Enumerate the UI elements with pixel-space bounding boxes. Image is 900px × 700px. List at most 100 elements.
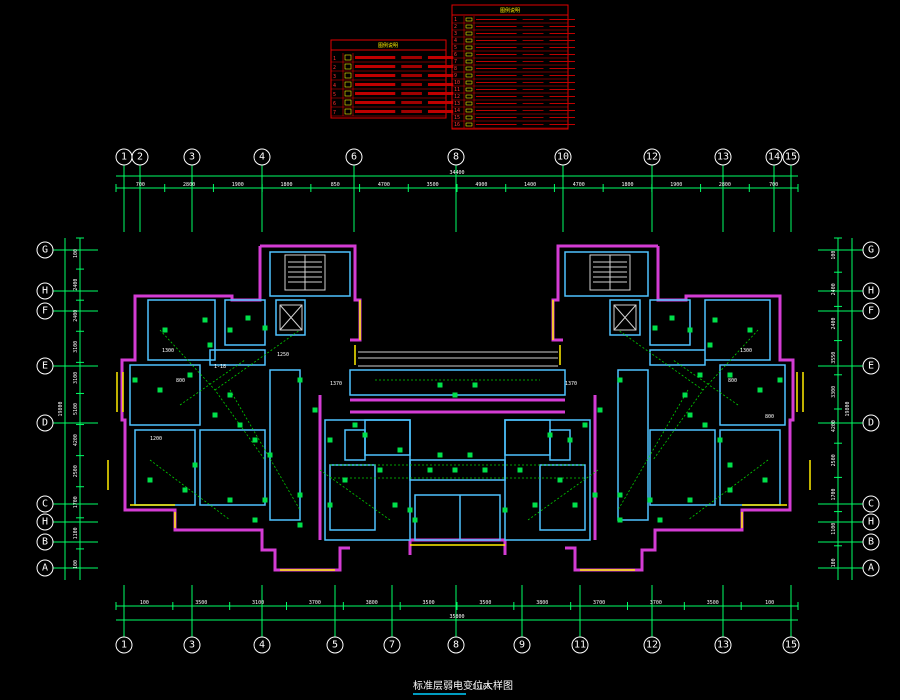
dimension-label: 2400 — [831, 283, 837, 295]
electrical-device-symbol — [702, 422, 708, 428]
axis-label: 13 — [717, 152, 729, 163]
electrical-device-symbol — [727, 462, 733, 468]
axis-label: A — [42, 563, 48, 574]
axis-marker — [862, 495, 880, 513]
axis-label: 6 — [351, 152, 357, 163]
dimension-label: 100 — [765, 600, 774, 606]
axis-marker — [345, 148, 363, 166]
axis-marker — [782, 636, 800, 654]
dimension-label: 850 — [331, 182, 340, 188]
right-stair — [589, 254, 631, 291]
electrical-device-symbol — [727, 487, 733, 493]
axis-marker — [115, 636, 133, 654]
dimension-label: 3500 — [479, 600, 491, 606]
legend-row-number: 9 — [454, 73, 457, 79]
dimension-label: 3100 — [73, 341, 79, 353]
dimension-label: 3800 — [366, 600, 378, 606]
axis-label: 8 — [453, 640, 459, 651]
legend-row-number: 13 — [454, 101, 460, 107]
electrical-device-symbol — [697, 372, 703, 378]
electrical-device-symbol — [572, 502, 578, 508]
dimension-label: 4700 — [378, 182, 390, 188]
axis-marker — [554, 148, 572, 166]
axis-label: H — [42, 517, 48, 528]
dimension-label: 3700 — [593, 600, 605, 606]
dimension-label: 3800 — [536, 600, 548, 606]
electrical-device-symbol — [652, 325, 658, 331]
electrical-device-symbol — [747, 327, 753, 333]
wiring-left — [149, 329, 391, 521]
electrical-device-symbol — [407, 507, 413, 513]
axis-marker — [643, 636, 661, 654]
dimension-label: 100 — [73, 560, 79, 569]
axis-label: 1 — [121, 640, 127, 651]
electrical-device-symbol — [687, 412, 693, 418]
dimension-label: 100 — [73, 249, 79, 258]
axis-marker — [36, 495, 54, 513]
axis-label: 14 — [768, 152, 780, 163]
electrical-device-symbol — [392, 502, 398, 508]
axis-label: 3 — [189, 152, 195, 163]
axis-marker — [183, 148, 201, 166]
axis-label: C — [42, 499, 48, 510]
axis-label: 5 — [332, 640, 338, 651]
legend-row-number: 3 — [454, 31, 457, 37]
electrical-device-symbol — [467, 452, 473, 458]
dimension-label: 1700 — [831, 488, 837, 500]
axis-label: 3 — [189, 640, 195, 651]
electrical-device-symbol — [162, 327, 168, 333]
electrical-device-symbol — [227, 497, 233, 503]
axis-marker — [862, 282, 880, 300]
electrical-device-symbol — [187, 372, 193, 378]
electrical-device-symbol — [237, 422, 243, 428]
dimension-label: 3500 — [707, 600, 719, 606]
dimension-label: 100 — [140, 600, 149, 606]
dimension-label: 4200 — [73, 434, 79, 446]
electrical-device-symbol — [147, 477, 153, 483]
electrical-device-symbol — [327, 502, 333, 508]
axis-marker — [253, 148, 271, 166]
axis-label: 8 — [453, 152, 459, 163]
electrical-device-symbol — [682, 392, 688, 398]
electrical-device-symbol — [712, 317, 718, 323]
electrical-device-symbol — [617, 492, 623, 498]
electrical-device-symbol — [687, 327, 693, 333]
floor-plan: 1300 800 1200 1-18 1250 1370 1370 1300 8… — [107, 244, 811, 572]
axis-label: 9 — [519, 640, 525, 651]
axis-marker — [714, 148, 732, 166]
dimension-label: 4200 — [831, 420, 837, 432]
legend-row-number: 6 — [333, 101, 336, 107]
electrical-device-symbol — [212, 412, 218, 418]
axis-marker — [862, 559, 880, 577]
axis-label: D — [42, 418, 48, 429]
axis-marker — [253, 636, 271, 654]
dimension-label: 100 — [831, 251, 837, 260]
svg-text:800: 800 — [728, 378, 737, 384]
svg-text:1370: 1370 — [330, 381, 342, 387]
axis-marker — [862, 513, 880, 531]
axis-label: 12 — [646, 152, 658, 163]
dimension-chain-right: 1002400240035503300420025001700110010019… — [831, 237, 853, 580]
electrical-device-symbol — [157, 387, 163, 393]
left-elevator — [279, 304, 303, 331]
electrical-device-symbol — [312, 407, 318, 413]
svg-text:1200: 1200 — [150, 436, 162, 442]
axis-marker — [513, 636, 531, 654]
legend-row-number: 1 — [454, 17, 457, 23]
electrical-device-symbol — [557, 477, 563, 483]
dimension-label: 2400 — [73, 310, 79, 322]
axis-marker — [714, 636, 732, 654]
axis-label: 2 — [137, 152, 143, 163]
electrical-device-symbol — [727, 372, 733, 378]
electrical-device-symbol — [342, 477, 348, 483]
axis-marker — [131, 148, 149, 166]
electrical-device-symbol — [297, 522, 303, 528]
dimension-label: 1700 — [73, 496, 79, 508]
dimension-label: 4700 — [573, 182, 585, 188]
electrical-device-symbol — [227, 392, 233, 398]
dimension-label: 2500 — [73, 465, 79, 477]
